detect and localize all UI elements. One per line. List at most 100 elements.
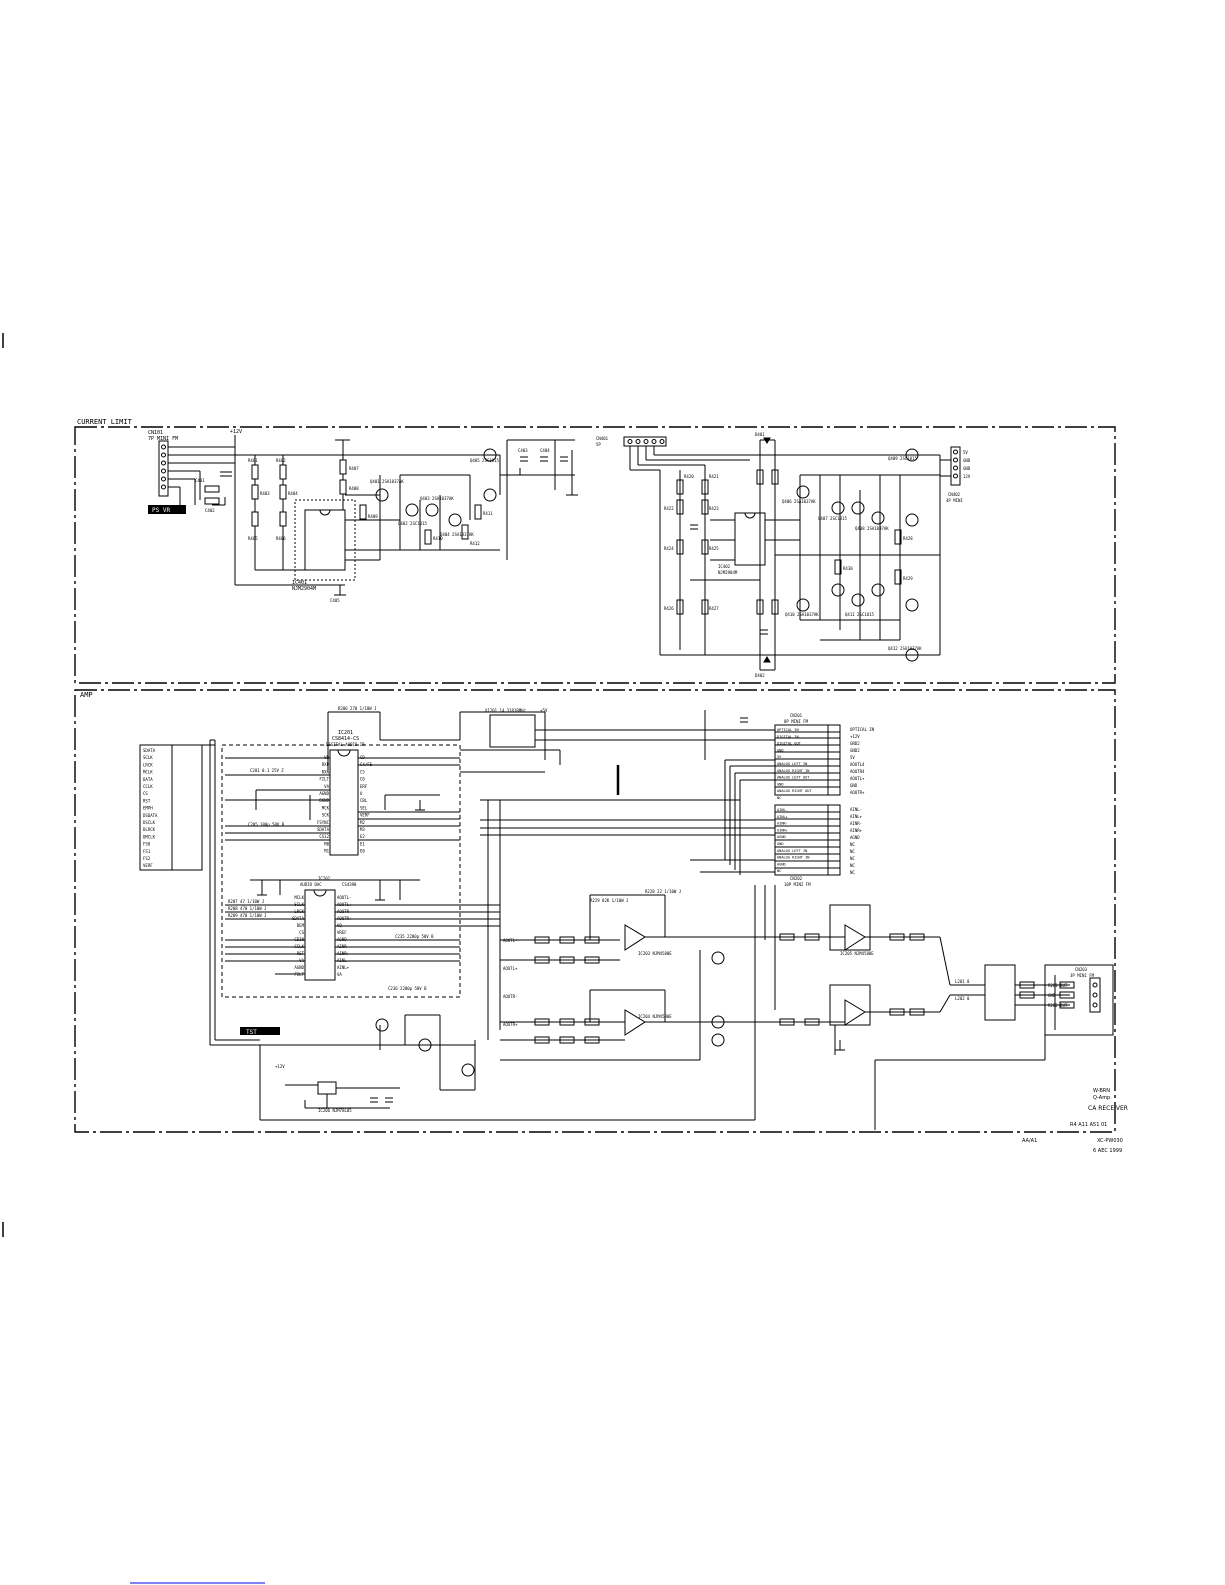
q404-label: Q404 2SA1037AK <box>440 532 474 537</box>
cn202-net: AINR- <box>850 821 862 826</box>
cn202-pin: AINL+ <box>777 815 789 819</box>
regulator-label: IC206 NJM78L05 <box>318 1108 352 1113</box>
c401-label: C401 <box>195 478 205 483</box>
cn201-pin: DIGITAL OUT <box>777 742 802 746</box>
cn402-ref: CN402 <box>948 492 961 497</box>
opamp-out-upper <box>844 924 866 951</box>
cn201-pin: GND <box>777 782 784 786</box>
q408-label: Q408 2SA1037AK <box>855 526 889 531</box>
ic201-pin-left: DGND <box>319 798 329 803</box>
ic201-pin-right: E1 <box>360 841 365 846</box>
r409-label: R409 <box>368 514 378 519</box>
cn201-pin: ANALOG LEFT OUT <box>777 776 810 780</box>
r423-label: R423 <box>709 506 719 511</box>
bottom-section-title: AMP <box>80 691 93 699</box>
r428-label: R428 <box>903 536 913 541</box>
ic401-body <box>304 509 346 571</box>
ic201-pin-right: CBL <box>360 798 368 803</box>
ic402-ref: IC402 <box>718 564 731 569</box>
r424-label: R424 <box>664 546 674 551</box>
left-bus-label: LRCK <box>143 762 153 767</box>
q406-symbol <box>483 448 497 462</box>
opamp-3-label: IC205 NJM4580E <box>840 951 874 956</box>
r410-label: R410 <box>433 536 443 541</box>
ic202-right-pins: AOUTL-AOUTL+AOUTR-AOUTR+VQVREFAGNDAINR-A… <box>337 895 352 977</box>
cn202-pin: GND <box>777 842 784 846</box>
ic201-pin-right: SEL <box>360 805 368 810</box>
l202-label: L202 0 <box>955 996 970 1001</box>
cn202-pin: ANALOG RIGHT IN <box>777 856 809 860</box>
ic202-pin-left: CCLK <box>294 944 304 949</box>
r404-label: R404 <box>288 491 298 496</box>
ic402-part: NJM2904M <box>718 570 738 575</box>
cn203-connector <box>1089 977 1101 1013</box>
q412-label: Q412 2SA1037AK <box>888 646 922 651</box>
ic401-ref: IC401 <box>292 580 307 586</box>
cn402-connector <box>950 446 961 486</box>
left-bus-label: DMCLK <box>143 834 156 839</box>
ic201-pin-left: SDATA <box>317 827 330 832</box>
ic202-pin-right: AINL- <box>337 958 349 963</box>
r425-label: R425 <box>709 546 719 551</box>
opamp-net-label: AOUTR+ <box>503 1022 518 1027</box>
ic202-pin-right: VREF <box>337 930 347 935</box>
r403-label: R403 <box>260 491 270 496</box>
cn201-net: GND2 <box>850 748 860 753</box>
plus12v-label: +12V <box>275 1064 285 1069</box>
cn202-pin: AGND <box>777 862 786 866</box>
ic202-pin-left: MCLK <box>294 895 304 900</box>
cn201-pin: OPTICAL IN <box>777 728 799 732</box>
r405-label: R405 <box>248 536 258 541</box>
c403-label: C403 <box>518 448 528 453</box>
ic202-pin-left: AGND <box>294 965 304 970</box>
left-bus-label: FS1 <box>143 849 151 854</box>
q405-label: Q405 2SC1815 <box>470 458 499 463</box>
cn201-pin: ANALOG RIGHT IN <box>777 769 809 773</box>
cn203-desc: 3P MINI FM <box>1070 973 1095 978</box>
ic202-pin-right: AOUTL+ <box>337 902 352 907</box>
cn202-net: AGND <box>850 835 860 840</box>
cn201-net: AOUTL+ <box>850 776 865 781</box>
cn201-net: GND <box>850 783 858 788</box>
supply-12v-label: +12V <box>230 429 242 435</box>
c201-label: C201 0.1 25V Z <box>250 768 284 773</box>
r406-label: R406 <box>276 536 286 541</box>
ic202-pin-right: AINR- <box>337 944 349 949</box>
ic201-pin-left: MCK <box>322 805 330 810</box>
cn202-net: NC <box>850 842 855 847</box>
cn202-net: NC <box>850 863 855 868</box>
cn402-desc: 4P MINI <box>946 498 963 503</box>
left-bus-label: FS2 <box>143 856 151 861</box>
left-bus-label: CCLK <box>143 784 153 789</box>
c405-label: C405 <box>330 598 340 603</box>
cn401-desc: 5P <box>596 442 601 447</box>
ic201-pin-right: M2 <box>360 820 365 825</box>
ic201-pin-left: VA <box>324 784 329 789</box>
filter-box <box>984 964 1016 1021</box>
ic201-pin-left: CS12 <box>319 834 329 839</box>
ic202-pin-right: VA <box>337 972 342 977</box>
cn202-net: AINL+ <box>850 814 863 819</box>
cn402-pin-3: GND <box>963 466 971 471</box>
cn201-pin: ANALOG RIGHT OUT <box>777 789 812 793</box>
opamp-out-lower <box>844 999 866 1026</box>
ic201-pin-right: M3 <box>360 827 365 832</box>
ic202-desc: AUDIO DAC <box>300 882 322 887</box>
r401-label: R401 <box>248 458 258 463</box>
cn201-net: AOUTR+ <box>850 790 865 795</box>
cn202-pin: AINR- <box>777 822 788 826</box>
r422-label: R422 <box>664 506 674 511</box>
ic202-part: CS4390 <box>342 882 357 887</box>
r407-label: R407 <box>349 466 359 471</box>
ps-vr-flag: PS VR <box>148 505 186 514</box>
ic201-pin-right: E2 <box>360 834 365 839</box>
cn101-ref: CN101 <box>148 430 163 436</box>
cn401-ref: CN401 <box>596 436 609 441</box>
ic202-pin-left: RST <box>297 951 305 956</box>
r412-label: R412 <box>470 541 480 546</box>
cn202-net: NC <box>850 849 855 854</box>
